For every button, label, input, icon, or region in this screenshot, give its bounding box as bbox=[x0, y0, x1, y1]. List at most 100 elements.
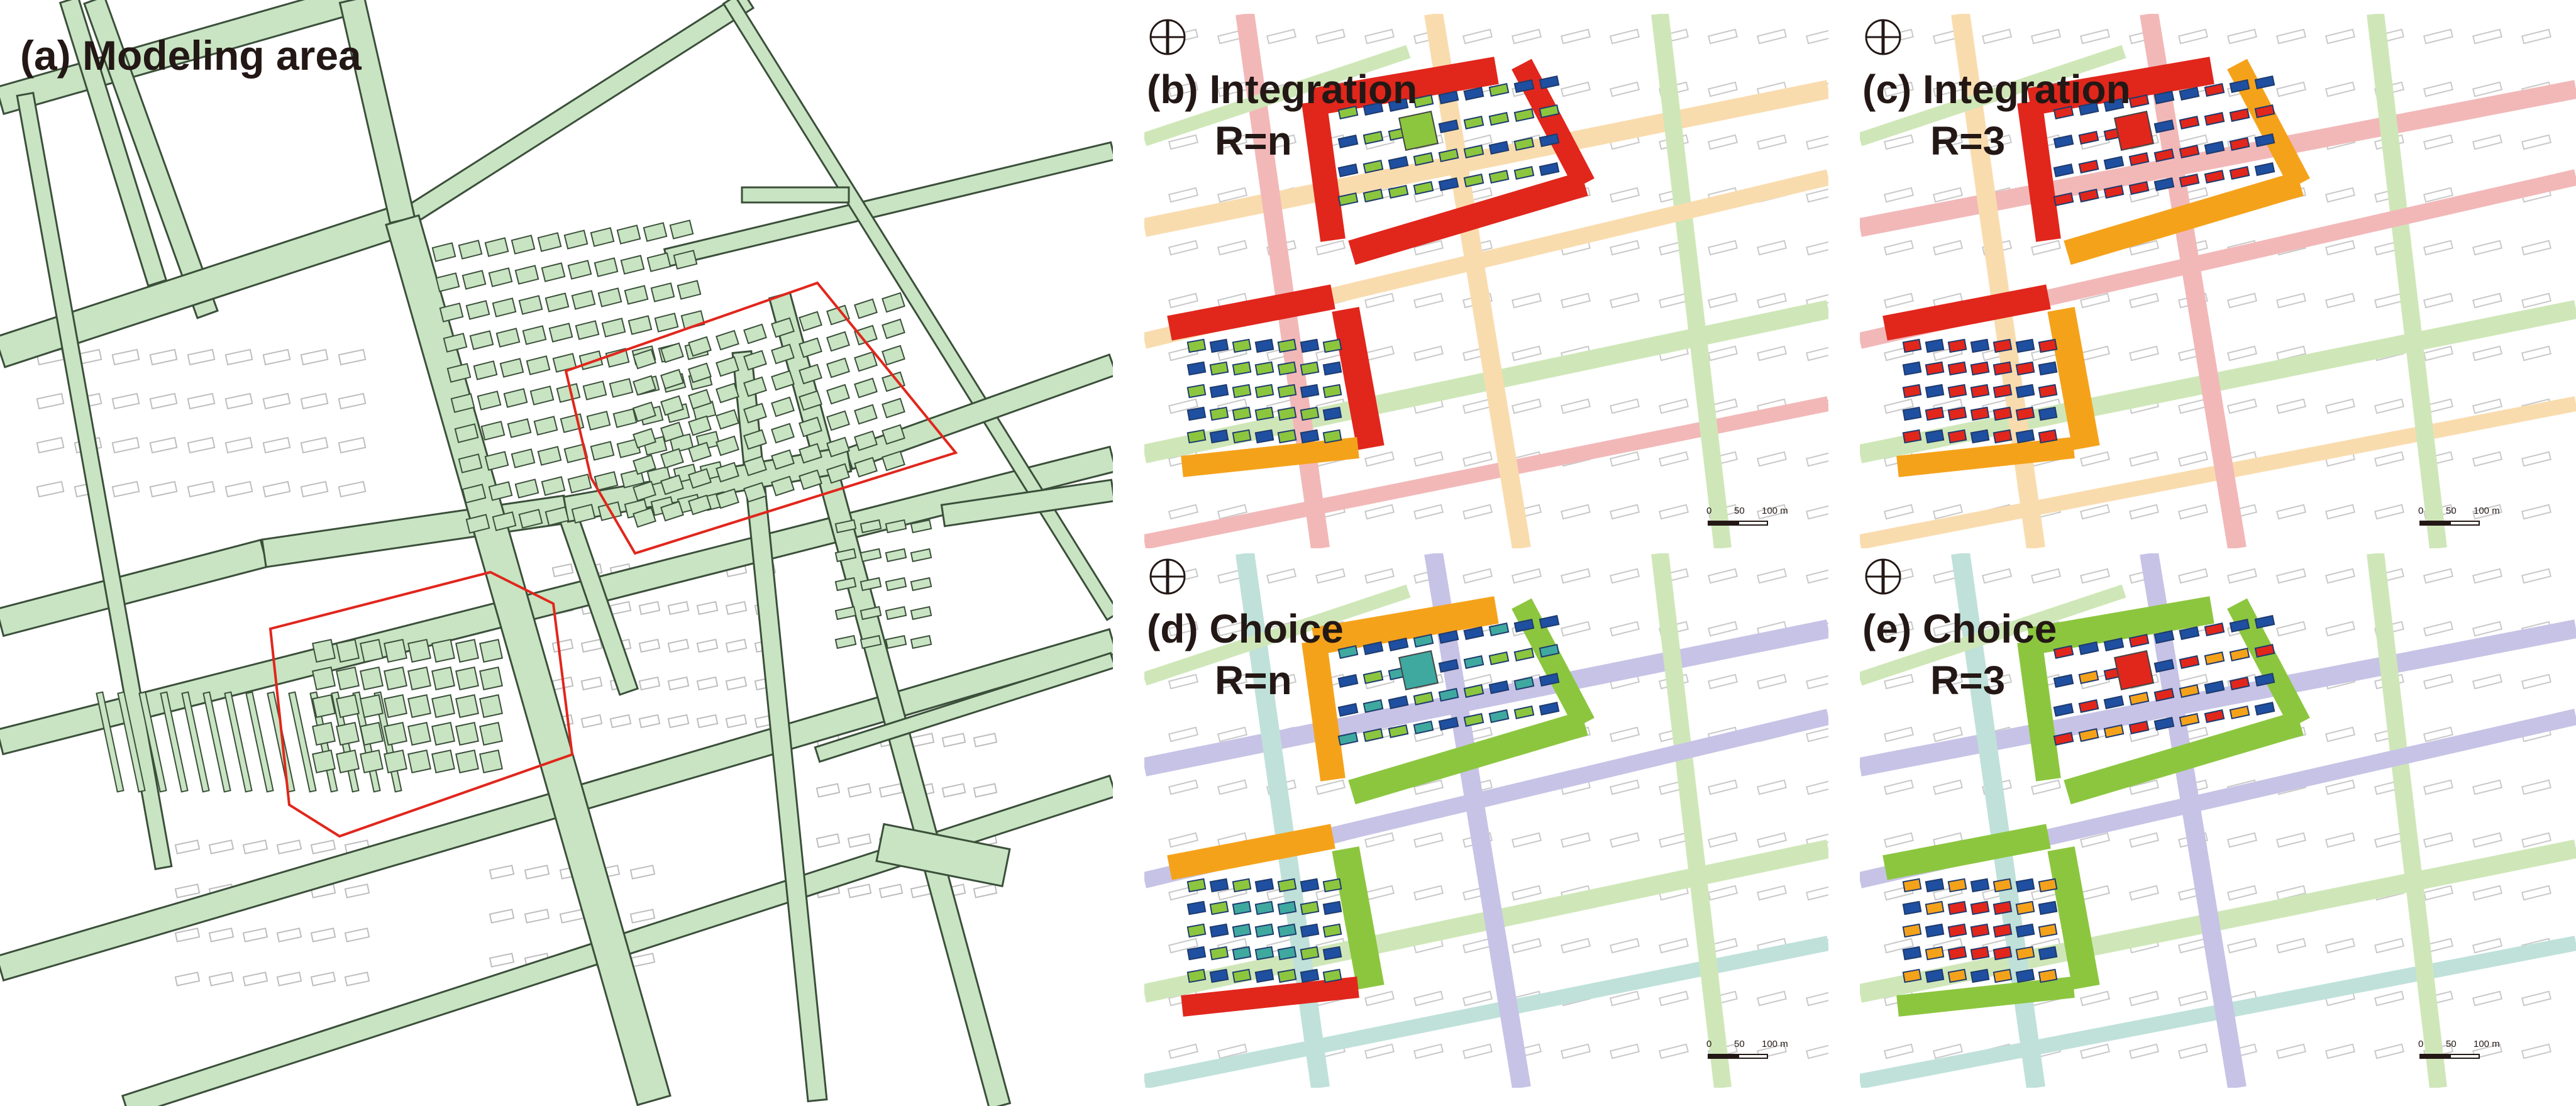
building bbox=[799, 311, 822, 332]
building bbox=[1513, 166, 1535, 180]
building bbox=[344, 927, 370, 943]
building bbox=[484, 237, 509, 257]
building bbox=[1438, 688, 1459, 702]
building bbox=[1277, 946, 1297, 961]
building bbox=[878, 883, 904, 899]
building bbox=[2153, 688, 2175, 702]
building bbox=[1364, 990, 1395, 1007]
building bbox=[633, 428, 656, 449]
building bbox=[1902, 900, 1922, 915]
building bbox=[1388, 156, 1409, 170]
building bbox=[1488, 83, 1510, 97]
building bbox=[2374, 832, 2405, 848]
building bbox=[1315, 779, 1346, 795]
building bbox=[716, 409, 739, 430]
building bbox=[2038, 406, 2058, 421]
building bbox=[854, 324, 878, 346]
building bbox=[1217, 504, 1248, 520]
building bbox=[1947, 946, 1967, 961]
building bbox=[2472, 673, 2503, 690]
building bbox=[524, 865, 550, 880]
building bbox=[629, 953, 656, 968]
building bbox=[1315, 240, 1346, 256]
building bbox=[551, 638, 574, 653]
building bbox=[312, 639, 336, 663]
building bbox=[2030, 568, 2062, 584]
building bbox=[2204, 112, 2225, 126]
building bbox=[1560, 568, 1591, 584]
building bbox=[1609, 990, 1640, 1007]
building bbox=[360, 722, 384, 746]
building bbox=[885, 634, 907, 650]
building bbox=[2177, 568, 2209, 584]
building bbox=[854, 377, 878, 399]
building bbox=[660, 368, 684, 390]
building bbox=[2038, 968, 2058, 983]
scale-label-100: 100 m bbox=[2474, 1039, 2500, 1049]
building bbox=[1511, 345, 1542, 362]
building bbox=[1413, 292, 1444, 309]
building bbox=[2226, 398, 2258, 414]
building bbox=[2423, 885, 2454, 901]
axial-line bbox=[2047, 846, 2100, 990]
building bbox=[1539, 133, 1560, 147]
building bbox=[2179, 87, 2200, 101]
building bbox=[1209, 878, 1229, 893]
building bbox=[677, 280, 702, 300]
building bbox=[559, 909, 585, 924]
building bbox=[2472, 621, 2503, 637]
building bbox=[1947, 384, 1967, 399]
building bbox=[716, 329, 739, 351]
building bbox=[2423, 28, 2454, 45]
building bbox=[1364, 451, 1395, 467]
building bbox=[633, 507, 656, 528]
building bbox=[338, 392, 367, 410]
building bbox=[1277, 429, 1297, 444]
building bbox=[300, 480, 329, 498]
building bbox=[360, 694, 384, 718]
building bbox=[431, 242, 456, 262]
axial-line bbox=[1348, 711, 1588, 805]
building bbox=[646, 252, 672, 272]
building bbox=[2229, 137, 2250, 151]
building bbox=[1707, 240, 1739, 256]
building bbox=[2128, 292, 2160, 309]
building bbox=[567, 473, 592, 494]
building bbox=[2472, 832, 2503, 848]
building bbox=[1209, 429, 1229, 444]
building bbox=[1254, 406, 1274, 421]
building bbox=[1438, 148, 1459, 162]
building bbox=[1925, 923, 1945, 938]
building bbox=[1462, 568, 1493, 584]
building bbox=[1413, 345, 1444, 362]
building bbox=[267, 691, 296, 793]
building bbox=[1413, 94, 1434, 108]
building bbox=[725, 600, 748, 616]
building bbox=[771, 396, 795, 418]
building bbox=[799, 337, 822, 358]
building bbox=[633, 401, 656, 423]
scale-label-100: 100 m bbox=[1762, 1039, 1788, 1049]
building bbox=[941, 783, 966, 798]
building bbox=[1658, 292, 1689, 309]
street-segment bbox=[940, 478, 1113, 528]
building bbox=[2472, 134, 2503, 150]
building bbox=[1947, 338, 1967, 353]
building bbox=[1947, 878, 1967, 893]
building bbox=[2521, 451, 2552, 467]
building bbox=[2472, 990, 2503, 1007]
building bbox=[360, 749, 384, 773]
choice-rn-map bbox=[1144, 553, 1828, 1088]
building bbox=[1947, 406, 1967, 421]
building bbox=[2015, 968, 2035, 983]
building bbox=[224, 436, 253, 454]
building bbox=[435, 272, 460, 292]
building bbox=[1364, 504, 1395, 520]
building bbox=[1322, 968, 1342, 983]
building bbox=[149, 392, 178, 410]
building bbox=[1609, 568, 1640, 584]
building bbox=[2153, 119, 2175, 133]
building bbox=[1609, 187, 1640, 203]
building bbox=[1315, 28, 1346, 45]
building bbox=[1322, 361, 1342, 376]
